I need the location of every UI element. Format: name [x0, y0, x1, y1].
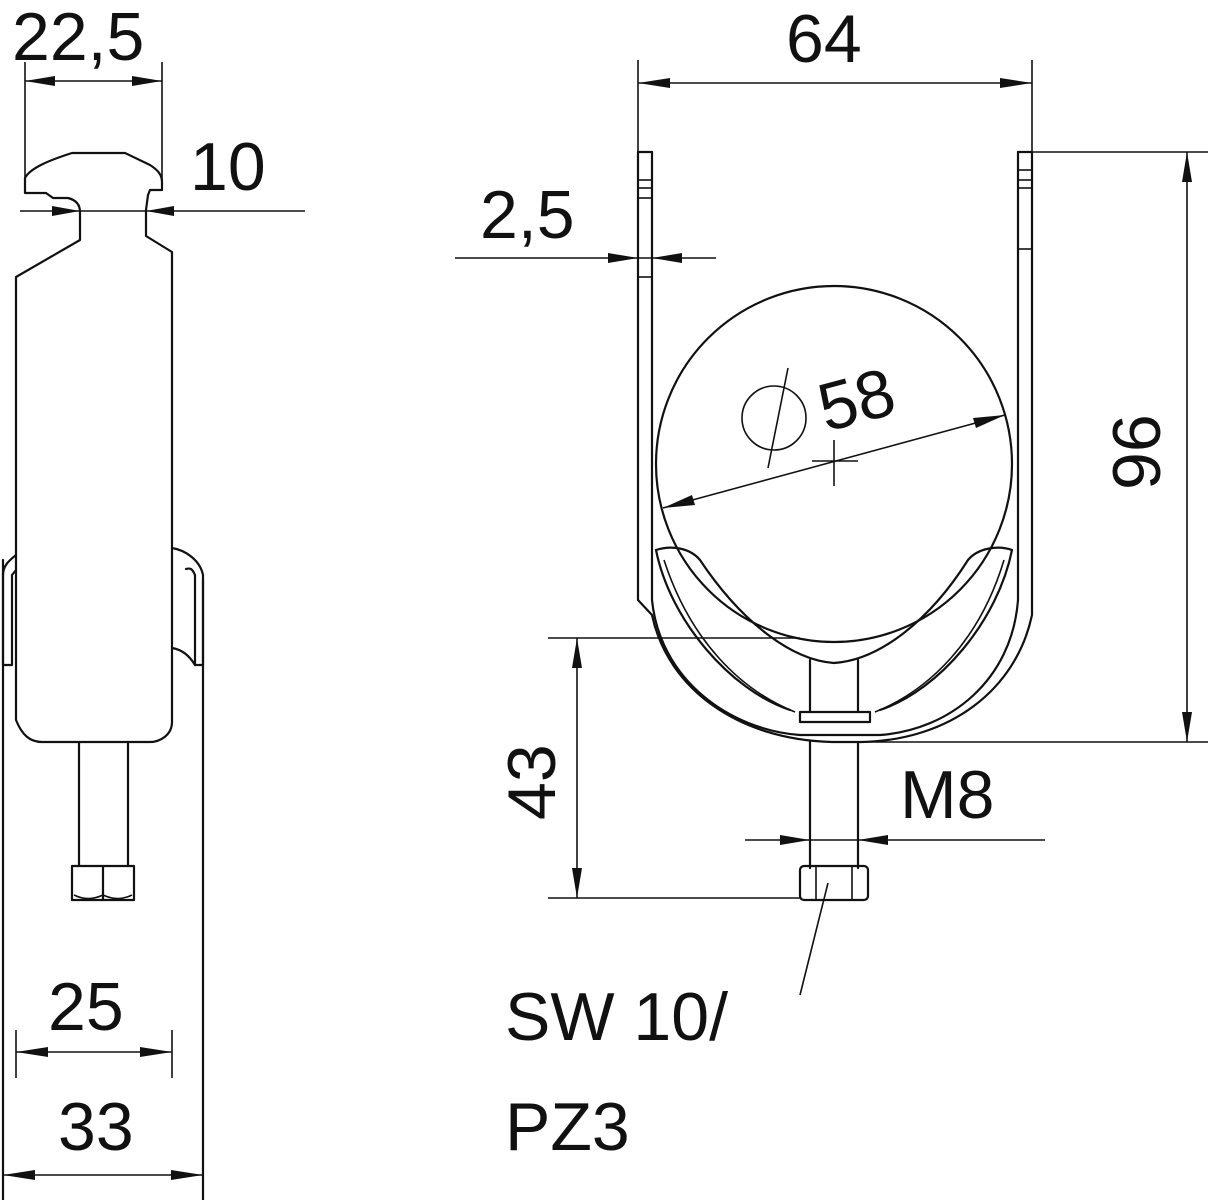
front-view-dimensions	[455, 60, 1208, 899]
dim-overall-width-side: 33	[58, 1089, 134, 1165]
callout-wrench-size: SW 10/	[505, 979, 728, 1055]
dim-neck-width: 10	[190, 129, 266, 205]
dim-thread: M8	[900, 757, 994, 833]
side-view-dimensions	[3, 62, 305, 1180]
dim-clamp-diameter: 58	[810, 354, 903, 447]
callout-drive-type: PZ3	[505, 1089, 630, 1165]
dim-overall-width-front: 64	[786, 1, 862, 77]
dim-bolt-height: 43	[494, 744, 570, 820]
dim-body-width: 25	[48, 969, 124, 1045]
dim-wall-thickness: 2,5	[480, 177, 575, 253]
dim-overall-height: 96	[1099, 414, 1175, 490]
dim-top-width: 22,5	[12, 0, 144, 75]
front-view	[636, 150, 1034, 996]
side-view	[1, 151, 205, 1200]
